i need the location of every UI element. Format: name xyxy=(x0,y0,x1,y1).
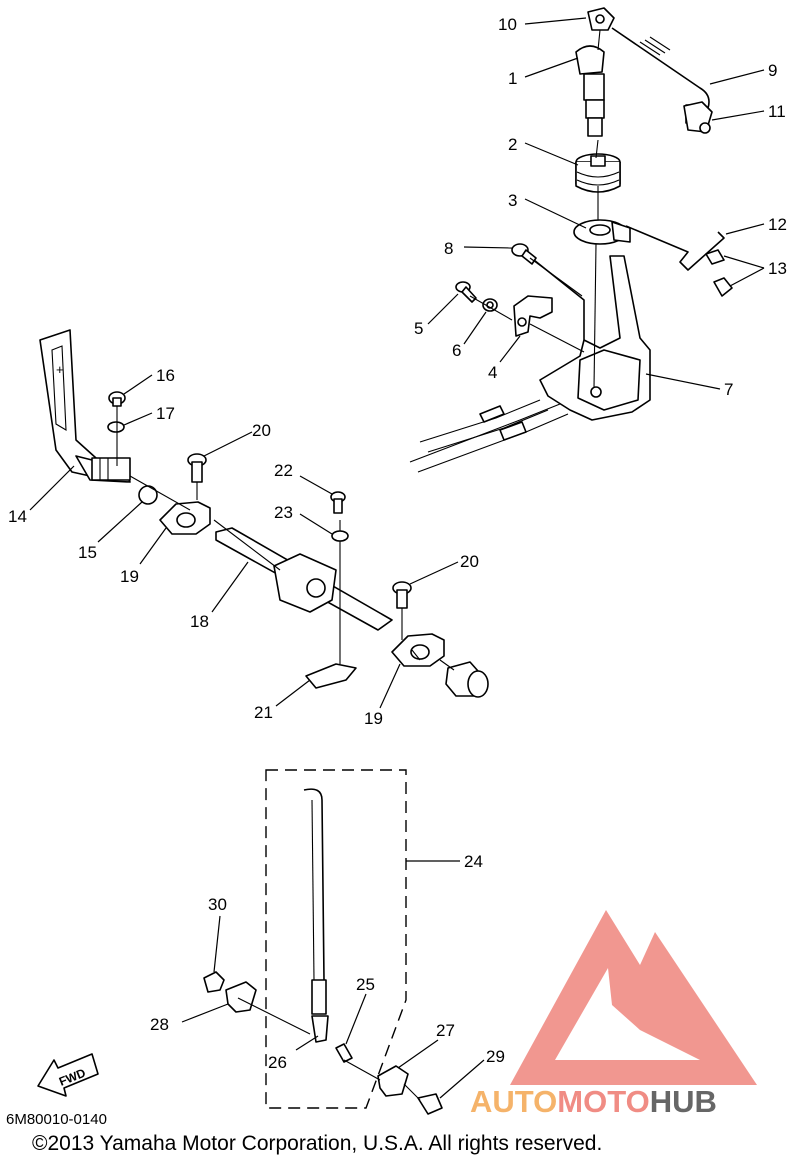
part-12-link xyxy=(625,225,725,271)
callout-30: 30 xyxy=(208,895,227,914)
part-23-washer xyxy=(331,530,349,542)
part-13-clips xyxy=(705,249,733,297)
fwd-arrow-icon: FWD xyxy=(37,1053,99,1097)
throttle-cables xyxy=(409,399,569,473)
callout-5: 5 xyxy=(414,319,423,338)
part-24-rod xyxy=(303,788,329,1043)
callout-15: 15 xyxy=(78,543,97,562)
callout-27: 27 xyxy=(436,1021,455,1040)
part-29-bolt xyxy=(403,1083,443,1115)
part-25-pin xyxy=(335,1043,353,1063)
watermark-hub: HUB xyxy=(650,1084,717,1119)
part-24-box xyxy=(265,769,407,1109)
callout-22: 22 xyxy=(274,461,293,480)
callout-19a: 19 xyxy=(120,567,139,586)
callout-1: 1 xyxy=(508,69,517,88)
callout-2: 2 xyxy=(508,135,517,154)
callout-29: 29 xyxy=(486,1047,505,1066)
callout-24: 24 xyxy=(464,852,483,871)
callout-4: 4 xyxy=(488,363,497,382)
part-28-clip xyxy=(225,981,311,1035)
svg-text:+: + xyxy=(56,362,64,377)
part-22-screw xyxy=(330,491,346,514)
callout-11: 11 xyxy=(768,102,786,121)
callout-9: 9 xyxy=(768,61,777,80)
part-16-screw xyxy=(108,391,126,407)
callout-26: 26 xyxy=(268,1053,287,1072)
callout-3: 3 xyxy=(508,191,517,210)
callout-17: 17 xyxy=(156,404,175,423)
callout-8: 8 xyxy=(444,239,453,258)
part-20a-bolt xyxy=(187,453,207,500)
part-19b-holder xyxy=(391,633,489,698)
callout-10: 10 xyxy=(498,15,517,34)
callout-7: 7 xyxy=(724,380,733,399)
callout-28: 28 xyxy=(150,1015,169,1034)
callout-18: 18 xyxy=(190,612,209,631)
part-8-screw xyxy=(511,243,537,265)
part-4-clamp xyxy=(513,295,553,337)
part-20b-bolt xyxy=(392,581,412,640)
diagram-code: 6M80010-0140 xyxy=(6,1111,107,1128)
part-10-cable-joint xyxy=(587,7,615,31)
callout-12: 12 xyxy=(768,215,787,234)
callout-20a: 20 xyxy=(252,421,271,440)
part-21-plate xyxy=(305,663,357,689)
copyright-notice: ©2013 Yamaha Motor Corporation, U.S.A. A… xyxy=(32,1132,602,1155)
callout-6: 6 xyxy=(452,341,461,360)
callout-23: 23 xyxy=(274,503,293,522)
callout-20b: 20 xyxy=(460,552,479,571)
watermark-moto: MOTO xyxy=(557,1084,649,1119)
part-18-shaft xyxy=(215,520,393,664)
part-15-oring xyxy=(138,485,158,505)
callout-21: 21 xyxy=(254,703,273,722)
watermark-auto: AUTO xyxy=(470,1084,557,1119)
part-14-lever: + xyxy=(39,329,131,483)
part-30-nut xyxy=(203,971,225,993)
callout-13: 13 xyxy=(768,259,787,278)
callout-14: 14 xyxy=(8,507,27,526)
part-27-clip xyxy=(343,1059,409,1097)
callout-leaders xyxy=(29,17,765,1099)
part-1-shaft xyxy=(575,29,605,137)
part-11-clip xyxy=(683,101,713,134)
svg-text:AUTOMOTOHUB: AUTOMOTOHUB xyxy=(470,1084,717,1119)
callout-25: 25 xyxy=(356,975,375,994)
part-17-washer xyxy=(107,406,125,466)
part-3-collar xyxy=(573,219,631,245)
callout-19b: 19 xyxy=(364,709,383,728)
watermark-logo: AUTOMOTOHUB xyxy=(470,910,757,1119)
part-7-bracket xyxy=(533,255,651,421)
callout-16: 16 xyxy=(156,366,175,385)
part-5-screw xyxy=(455,281,477,303)
